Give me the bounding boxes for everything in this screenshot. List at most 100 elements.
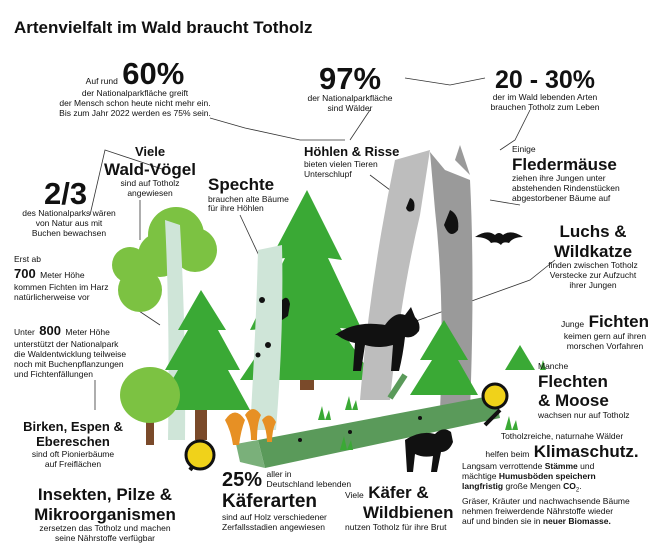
stat-2-3: 2/3 des Nationalparks wären von Natur au… — [14, 178, 124, 238]
waldvoegel-pre: Viele — [134, 144, 166, 159]
kaefer-pre: Viele — [345, 490, 364, 500]
tree-spruce-far-right — [505, 345, 535, 370]
insekten-l1: zersetzen das Totholz und machen — [39, 523, 171, 534]
luchs-l1: finden zwischen Totholz — [548, 260, 638, 271]
hoehlen-l1: bieten vielen Tieren — [304, 158, 378, 169]
klima-p3-line: langfristig große Mengen CO2. — [462, 480, 662, 495]
fichten800-value: 800 — [39, 323, 61, 338]
stat-25: 25% aller in Deutschland lebenden Käfera… — [222, 469, 352, 533]
birken-h2: Ebereschen — [36, 433, 110, 449]
flechten-l1: wachsen nur auf Totholz — [538, 409, 630, 420]
stat-97-l2: sind Wälder — [327, 102, 373, 113]
stat-25-l1: sind auf Holz verschiedener — [222, 512, 327, 523]
klima-p6: auf und binden sie in — [462, 515, 541, 526]
stat-60-value: 60% — [122, 56, 185, 91]
stat-20-30-value: 20 - 30% — [494, 66, 596, 94]
fichten700-l4: natürlicherweise vor — [14, 291, 90, 302]
label-junge-fichten: Junge Fichten keimen gern auf ihren mors… — [545, 312, 665, 352]
klima-p1b: Stämme — [544, 461, 578, 472]
fichten800-l1: unterstützt der Nationalpark — [14, 339, 119, 350]
fichten800-pre: Unter — [14, 327, 35, 337]
woodpecker-icon — [282, 297, 290, 320]
birken-l1: sind oft Pionierbäume — [31, 448, 115, 459]
klima-co2-sub: 2 — [575, 487, 580, 494]
kaefer-h1: Käfer & — [368, 483, 429, 502]
fichten800-post: Meter Höhe — [65, 327, 110, 337]
label-fichten-700: Erst ab 700 Meter Höhe kommen Fichten im… — [14, 254, 144, 303]
klima-p4: Gräser, Kräuter und nachwachsende Bäume — [462, 496, 630, 507]
luchs-h2: Wildkatze — [553, 241, 633, 261]
jungefichten-l2: morschen Vorfahren — [566, 341, 644, 352]
klima-p6-line: auf und binden sie in neuer Biomasse. — [462, 515, 662, 527]
stat-60: Auf rund 60% der Nationalparkfläche grei… — [40, 58, 230, 119]
label-fichten-800: Unter 800 Meter Höhe unterstützt der Nat… — [14, 322, 154, 379]
flechten-pre: Manche — [538, 361, 569, 371]
page-title: Artenvielfalt im Wald braucht Totholz — [14, 18, 313, 37]
stat-20-30-l1: der im Wald lebenden Arten — [492, 92, 598, 102]
fichten800-l3: noch mit Buchenpflanzungen — [14, 358, 124, 369]
stat-2-3-l1: des Nationalparks wären — [22, 208, 116, 218]
stat-2-3-l2: von Natur aus mit — [35, 217, 103, 228]
kaefer-h2: Wildbienen — [363, 503, 454, 523]
fichten700-l3: kommen Fichten im Harz — [14, 282, 109, 293]
label-luchs: Luchs & Wildkatze finden zwischen Tothol… — [528, 222, 658, 290]
label-flechten: Manche Flechten & Moose wachsen nur auf … — [538, 361, 663, 421]
flechten-h2: & Moose — [538, 391, 609, 411]
insekten-l2: seine Nährstoffe verfügbar — [54, 532, 155, 543]
label-waldvoegel: Viele Wald-Vögel sind auf Totholz angewi… — [100, 144, 200, 199]
spechte-l2: für ihre Höhlen — [208, 203, 264, 214]
flechten-h1: Flechten — [538, 371, 608, 391]
stat-25-l2: Zerfallsstadien angewiesen — [222, 522, 326, 532]
fledermaeuse-l3: abgestorbener Bäume auf — [512, 192, 611, 203]
fichten700-l2: Meter Höhe — [40, 269, 85, 280]
stat-2-3-value: 2/3 — [44, 176, 88, 211]
fledermaeuse-pre: Einige — [512, 144, 536, 154]
label-insekten: Insekten, Pilze & Mikroorganismen zerset… — [20, 485, 190, 544]
spechte-l1: brauchen alte Bäume — [208, 193, 289, 204]
stat-97-l1: der Nationalparkfläche — [307, 93, 393, 103]
stat-25-aside1: aller in — [266, 469, 292, 479]
insekten-h2: Mikroorganismen — [34, 504, 176, 524]
stat-60-l1: der Nationalparkfläche greift — [81, 88, 189, 99]
tree-spruce-left — [155, 290, 250, 440]
jungefichten-heading: Fichten — [588, 312, 650, 331]
stat-60-pre: Auf rund — [85, 76, 118, 86]
stat-2-3-l3: Buchen bewachsen — [31, 227, 107, 238]
stat-60-l2: der Mensch schon heute nicht mehr ein. — [59, 98, 211, 109]
klima-heading-end: . — [633, 441, 639, 461]
stat-25-heading: Käferarten — [222, 491, 318, 513]
stat-25-value: 25% — [222, 469, 263, 491]
fichten800-l2: die Waldentwicklung teilweise — [14, 349, 127, 360]
stat-20-30-l2: brauchen Totholz zum Leben — [490, 101, 600, 112]
label-birken: Birken, Espen & Ebereschen sind oft Pion… — [8, 419, 138, 469]
bat-icon — [475, 232, 523, 245]
klima-p2b: Humusböden speichern — [498, 470, 596, 481]
stat-25-aside: aller in Deutschland lebenden — [266, 469, 351, 490]
luchs-l3: ihrer Jungen — [569, 279, 617, 290]
kaefer-l1: nutzen Totholz für ihre Brut — [345, 521, 447, 532]
klima-p1-line: Langsam verrottende Stämme und — [462, 461, 662, 472]
label-klimaschutz: Totholzreiche, naturnahe Wälder helfen b… — [462, 431, 662, 527]
label-fledermaeuse: Einige Fledermäuse ziehen ihre Jungen un… — [512, 144, 652, 204]
insekten-h1: Insekten, Pilze & — [37, 485, 173, 504]
klima-p2-line: mächtige Humusböden speichern — [462, 470, 662, 482]
stat-97-value: 97% — [318, 61, 382, 96]
birken-l2: auf Freiflächen — [44, 458, 102, 469]
klima-l1: Totholzreiche, naturnahe Wälder — [500, 431, 624, 441]
fichten700-l1: Erst ab — [14, 254, 41, 264]
luchs-l2: Verstecke zur Aufzucht — [549, 269, 637, 280]
klima-co2: CO — [563, 480, 576, 491]
label-spechte: Spechte brauchen alte Bäume für ihre Höh… — [208, 175, 308, 214]
klima-p6b: neuer Biomasse. — [542, 515, 611, 526]
magnifier-right — [481, 382, 509, 427]
jungefichten-l1: keimen gern auf ihren — [563, 331, 647, 342]
waldvoegel-l2: angewiesen — [127, 188, 173, 199]
stat-20-30: 20 - 30% der im Wald lebenden Arten brau… — [470, 68, 620, 113]
klima-p3b: langfristig — [462, 480, 504, 491]
wildcat-icon — [405, 429, 453, 472]
magnifier-left — [184, 439, 216, 472]
jungefichten-pre: Junge — [560, 319, 585, 329]
fichten800-l4: und Fichtenfällungen — [14, 368, 93, 379]
